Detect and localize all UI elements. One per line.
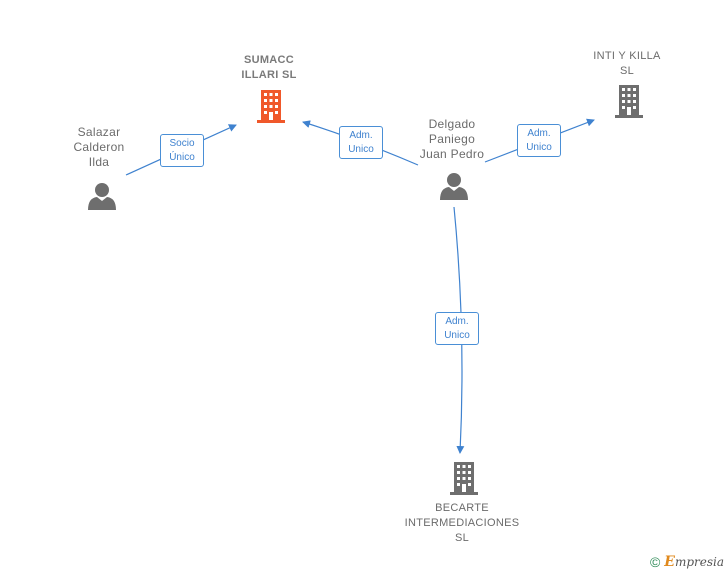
- person-icon-delgado[interactable]: [440, 173, 468, 200]
- edge-label-delgado-sumacc: Adm. Unico: [339, 126, 383, 159]
- building-icon-becarte[interactable]: [450, 462, 478, 495]
- edge-label-delgado-inti: Adm. Unico: [517, 124, 561, 157]
- brand-initial: E: [664, 554, 675, 570]
- node-label-salazar[interactable]: Salazar Calderon Ilda: [73, 125, 125, 169]
- edge-label-delgado-becarte: Adm. Unico: [435, 312, 479, 345]
- node-label-delgado[interactable]: Delgado Paniego Juan Pedro: [419, 117, 485, 161]
- brand-logo: Empresia: [664, 554, 724, 570]
- copyright-icon: ©: [649, 554, 661, 570]
- node-label-becarte[interactable]: BECARTE INTERMEDIACIONES SL: [404, 502, 520, 544]
- brand-name: mpresia: [674, 555, 724, 569]
- edge-label-salazar-sumacc: Socio Único: [160, 134, 204, 167]
- footer-brand: © Empresia: [650, 554, 724, 570]
- node-label-sumacc[interactable]: SUMACC ILLARI SL: [241, 54, 297, 81]
- node-label-inti[interactable]: INTI Y KILLA SL: [593, 50, 661, 77]
- building-icon-inti[interactable]: [615, 85, 643, 118]
- person-icon-salazar[interactable]: [88, 183, 116, 210]
- building-icon-sumacc[interactable]: [257, 90, 285, 123]
